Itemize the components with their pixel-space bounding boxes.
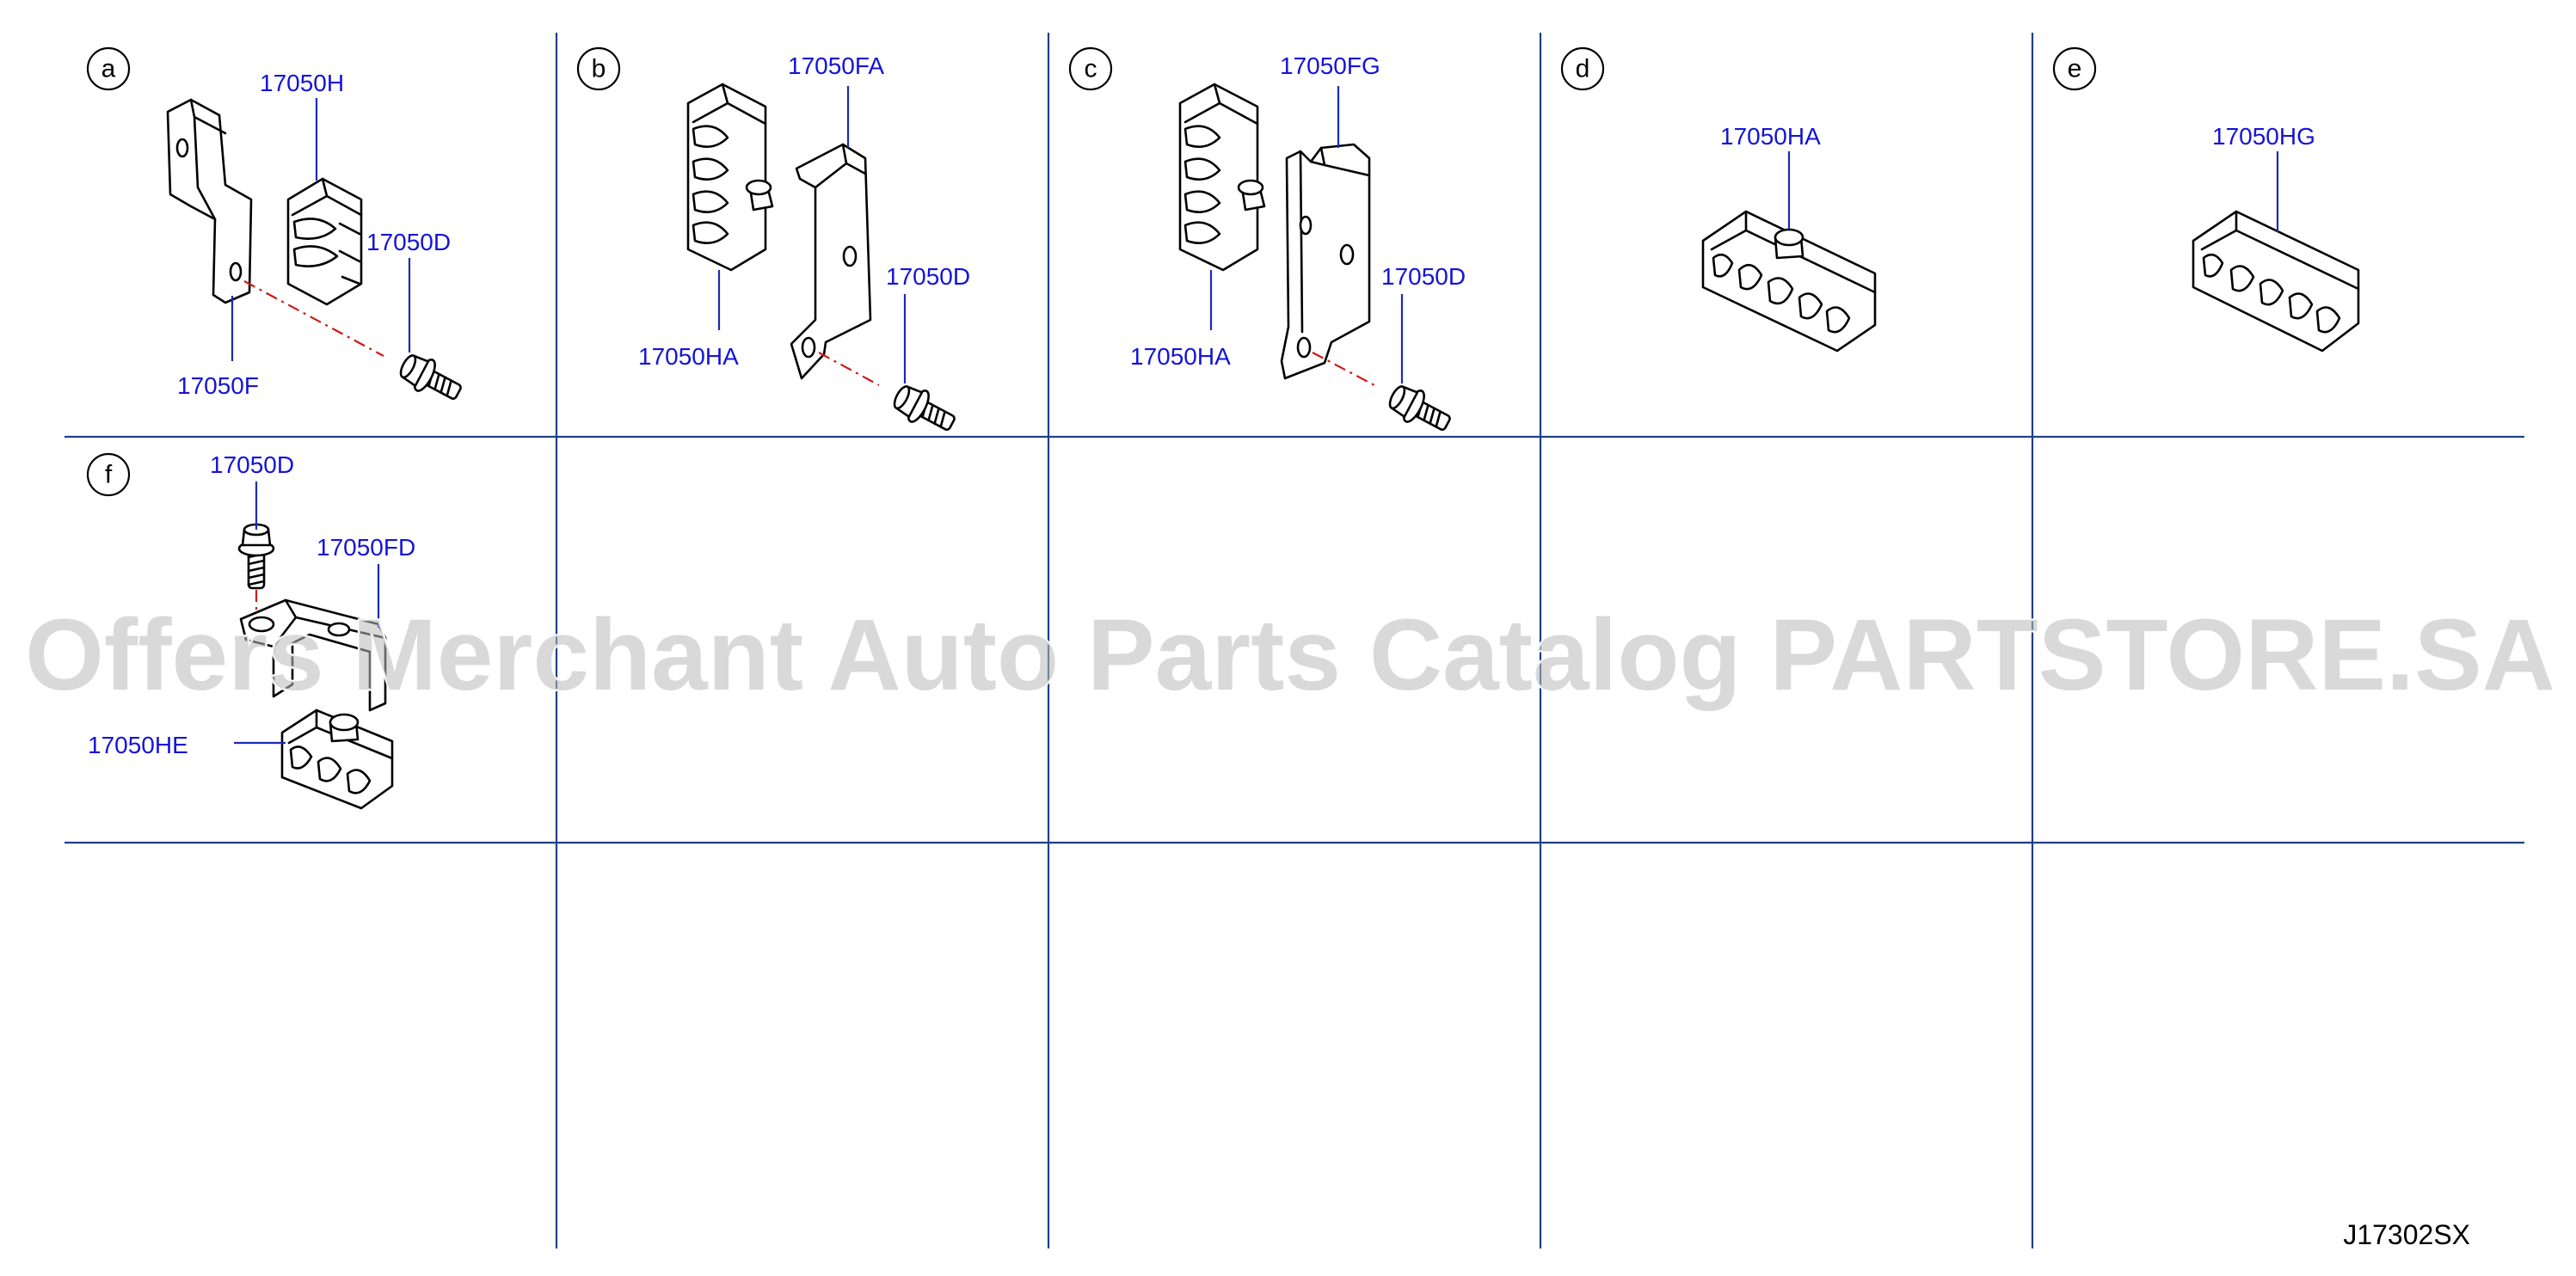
assembly-line: [1312, 352, 1375, 386]
cell-c: c 17050FG 17050HA: [1068, 46, 1466, 441]
diagram-code: J17302SX: [2343, 1219, 2470, 1250]
bolt-part-drawing: [394, 347, 468, 410]
cell-d: d 17050HA: [1560, 46, 1877, 353]
clamp-part-drawing: [686, 83, 774, 272]
part-label-17050D[interactable]: 17050D: [1381, 263, 1466, 290]
bracket-part-drawing: [166, 98, 253, 304]
clamp-part-drawing: [1701, 210, 1877, 353]
cell-e: e 17050HG: [2052, 46, 2360, 353]
grid: [65, 33, 2524, 1248]
cell-letter-c: c: [1068, 46, 1113, 91]
part-label-17050HA[interactable]: 17050HA: [1720, 123, 1821, 150]
bolt-part-drawing: [888, 378, 962, 441]
clamp-part-drawing: [2192, 210, 2360, 353]
part-label-17050F[interactable]: 17050F: [177, 372, 259, 399]
cell-letter-b: b: [576, 46, 621, 91]
cell-letter-f-text: f: [105, 461, 113, 489]
cell-letter-a-text: a: [101, 55, 116, 83]
cell-letter-b-text: b: [592, 55, 606, 83]
part-label-17050FA[interactable]: 17050FA: [788, 52, 884, 79]
assembly-line: [243, 280, 384, 357]
part-label-17050FD[interactable]: 17050FD: [317, 534, 415, 561]
bolt-part-drawing: [237, 523, 275, 590]
part-label-17050HA[interactable]: 17050HA: [1130, 343, 1231, 370]
watermark-text: Offers Merchant Auto Parts Catalog PARTS…: [25, 598, 2555, 712]
cell-letter-f: f: [86, 452, 131, 497]
part-label-17050HA[interactable]: 17050HA: [638, 343, 739, 370]
part-label-17050D[interactable]: 17050D: [886, 263, 970, 290]
bracket-part-drawing: [1280, 143, 1371, 380]
cell-letter-c-text: c: [1085, 55, 1097, 83]
clamp-part-drawing: [280, 709, 394, 810]
cell-letter-d-text: d: [1576, 55, 1590, 83]
bracket-part-drawing: [790, 143, 872, 380]
cell-a: a 17050H 17050D 17050F: [86, 46, 468, 410]
clamp-part-drawing: [1178, 83, 1266, 272]
bracket-part-drawing: [239, 598, 387, 712]
part-label-17050HG[interactable]: 17050HG: [2212, 123, 2315, 150]
cell-letter-a: a: [86, 46, 131, 91]
cell-f: f 17050D 17050FD 17050HE: [86, 451, 415, 810]
clamp-part-drawing: [286, 177, 363, 306]
part-label-17050HE[interactable]: 17050HE: [88, 732, 188, 758]
part-label-17050D[interactable]: 17050D: [210, 451, 294, 478]
part-label-17050H[interactable]: 17050H: [260, 70, 344, 96]
cell-letter-e: e: [2052, 46, 2097, 91]
part-label-17050D[interactable]: 17050D: [366, 229, 451, 255]
cell-letter-e-text: e: [2068, 55, 2082, 83]
cell-b: b 17050FA 17050HA 1705: [576, 46, 970, 441]
cell-letter-d: d: [1560, 46, 1605, 91]
bolt-part-drawing: [1383, 378, 1457, 441]
assembly-line: [818, 352, 880, 386]
part-label-17050FG[interactable]: 17050FG: [1280, 52, 1380, 79]
